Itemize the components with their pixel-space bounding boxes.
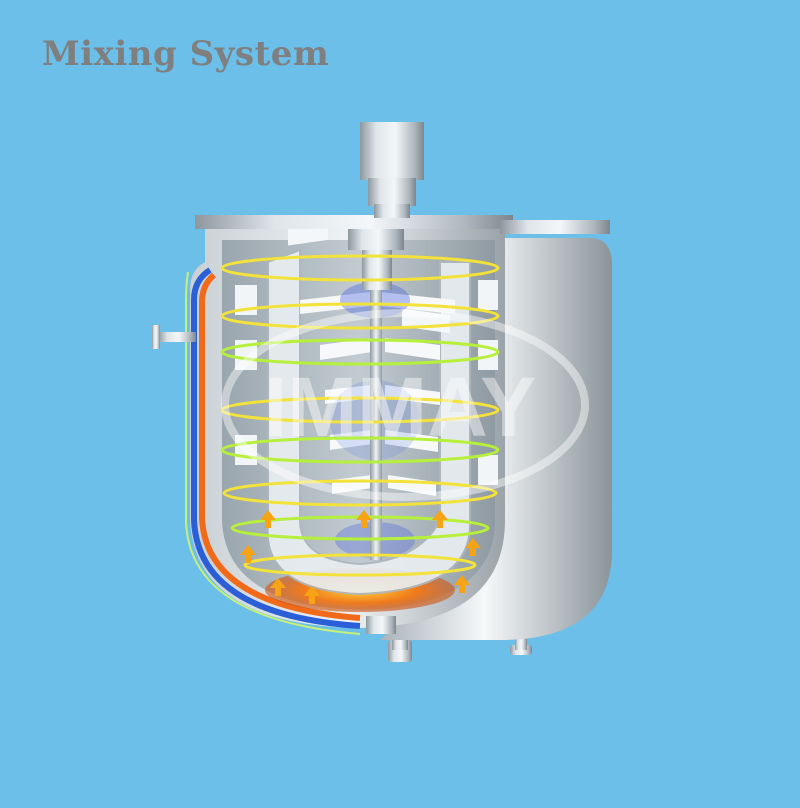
flow-rings [220,254,500,577]
motor-housing [360,122,424,180]
tank-top-flange [195,215,513,229]
watermark: IMMAY [221,309,589,501]
agitator-paddle [380,292,455,314]
cooling-channel [191,267,361,629]
agitator-paddle [320,338,372,360]
arrow-up-icon [240,510,481,604]
bottom-outlet [366,616,396,634]
scraper-blade [478,280,498,310]
heating-channel [199,272,361,621]
page-title: Mixing System [42,34,330,74]
inlet-pipe [158,332,196,342]
watermark-text: IMMAY [264,360,536,454]
agitator-paddle [385,430,438,452]
agitator-paddle [330,430,372,450]
scraper-blade [478,455,498,485]
agitator-paddle [385,338,440,360]
jacket-top-flange [500,220,610,234]
